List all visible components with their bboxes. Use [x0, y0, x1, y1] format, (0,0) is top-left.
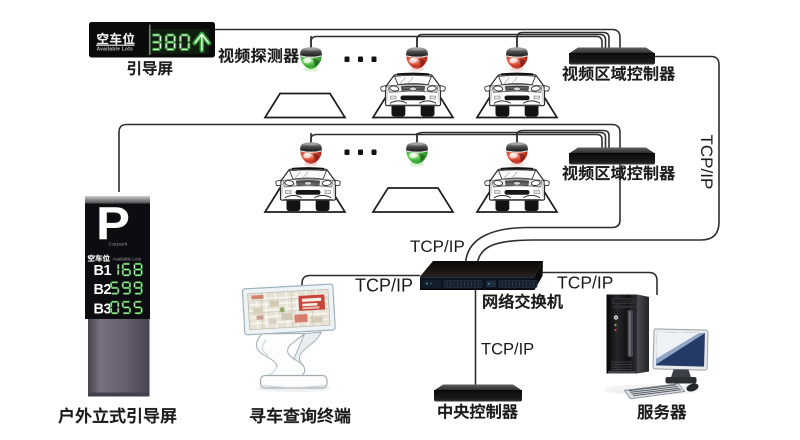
svg-text:TCP/IP: TCP/IP — [557, 273, 613, 293]
svg-text:Available Lots: Available Lots — [113, 257, 142, 262]
svg-text:TCP/IP: TCP/IP — [481, 341, 534, 359]
svg-text:Available Lots: Available Lots — [97, 46, 134, 52]
svg-text:P: P — [96, 198, 130, 250]
svg-text:B3: B3 — [94, 302, 112, 318]
svg-text:Carpark: Carpark — [109, 242, 128, 248]
svg-text:TCP/IP: TCP/IP — [410, 237, 465, 256]
svg-text:TCP/IP: TCP/IP — [355, 276, 413, 296]
svg-text:TCP/IP: TCP/IP — [697, 135, 716, 190]
svg-text:B2: B2 — [94, 282, 112, 298]
svg-text:B1: B1 — [94, 263, 112, 279]
